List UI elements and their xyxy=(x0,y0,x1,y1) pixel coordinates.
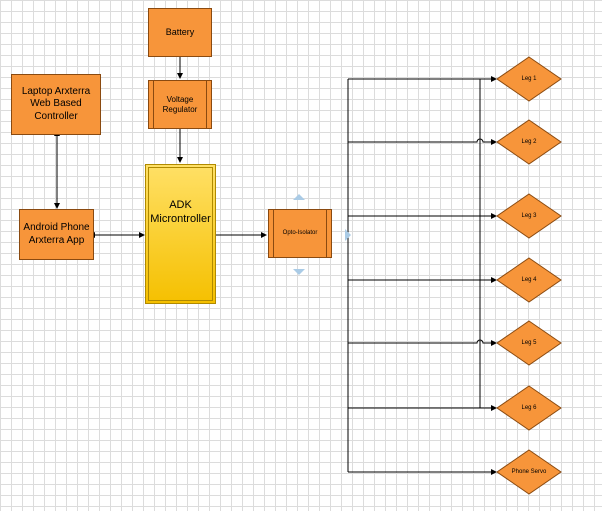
output-diamond-label: Leg 2 xyxy=(521,139,537,145)
opto-isolator-node[interactable]: Opto-Isolator xyxy=(268,209,332,258)
selection-handle-down-icon[interactable] xyxy=(293,269,305,275)
output-diamond-label: Phone Servo xyxy=(511,469,547,475)
selection-handle-up-icon[interactable] xyxy=(293,194,305,200)
output-diamond-label: Leg 6 xyxy=(521,405,537,411)
output-connector xyxy=(348,339,497,346)
output-diamond-node[interactable] xyxy=(496,449,562,495)
opto-isolator-label: Opto-Isolator xyxy=(282,229,318,236)
voltage-regulator-label: Voltage Regulator xyxy=(162,94,198,114)
battery-node[interactable]: Battery xyxy=(148,8,212,57)
output-diamond-node[interactable] xyxy=(496,56,562,102)
output-diamond-node[interactable] xyxy=(496,257,562,303)
android-app-label: Android Phone Arxterra App xyxy=(23,222,90,246)
laptop-controller-node[interactable]: Laptop Arxterra Web Based Controller xyxy=(11,74,101,135)
selection-handles xyxy=(293,194,351,275)
adk-microcontroller-node[interactable]: ADK Microntroller xyxy=(145,164,216,304)
android-app-node[interactable]: Android Phone Arxterra App xyxy=(19,209,94,260)
adk-microcontroller-label: ADK Microntroller xyxy=(150,199,211,225)
output-diamond-label: Leg 3 xyxy=(521,213,537,219)
output-diamond-node[interactable] xyxy=(496,119,562,165)
output-diamond-label: Leg 5 xyxy=(521,340,537,346)
output-connector xyxy=(348,138,497,145)
voltage-regulator-node[interactable]: Voltage Regulator xyxy=(148,80,212,129)
selection-handle-right-icon[interactable] xyxy=(345,229,351,241)
output-diamond-label: Leg 1 xyxy=(521,76,537,82)
output-diamond-node[interactable] xyxy=(496,385,562,431)
output-diamond-node[interactable] xyxy=(496,320,562,366)
output-diamond-label: Leg 4 xyxy=(521,277,537,283)
output-diamond-node[interactable] xyxy=(496,193,562,239)
laptop-controller-label: Laptop Arxterra Web Based Controller xyxy=(21,85,91,122)
output-bus-connectors xyxy=(347,76,497,475)
output-diamonds xyxy=(496,56,562,495)
battery-label: Battery xyxy=(165,26,195,37)
